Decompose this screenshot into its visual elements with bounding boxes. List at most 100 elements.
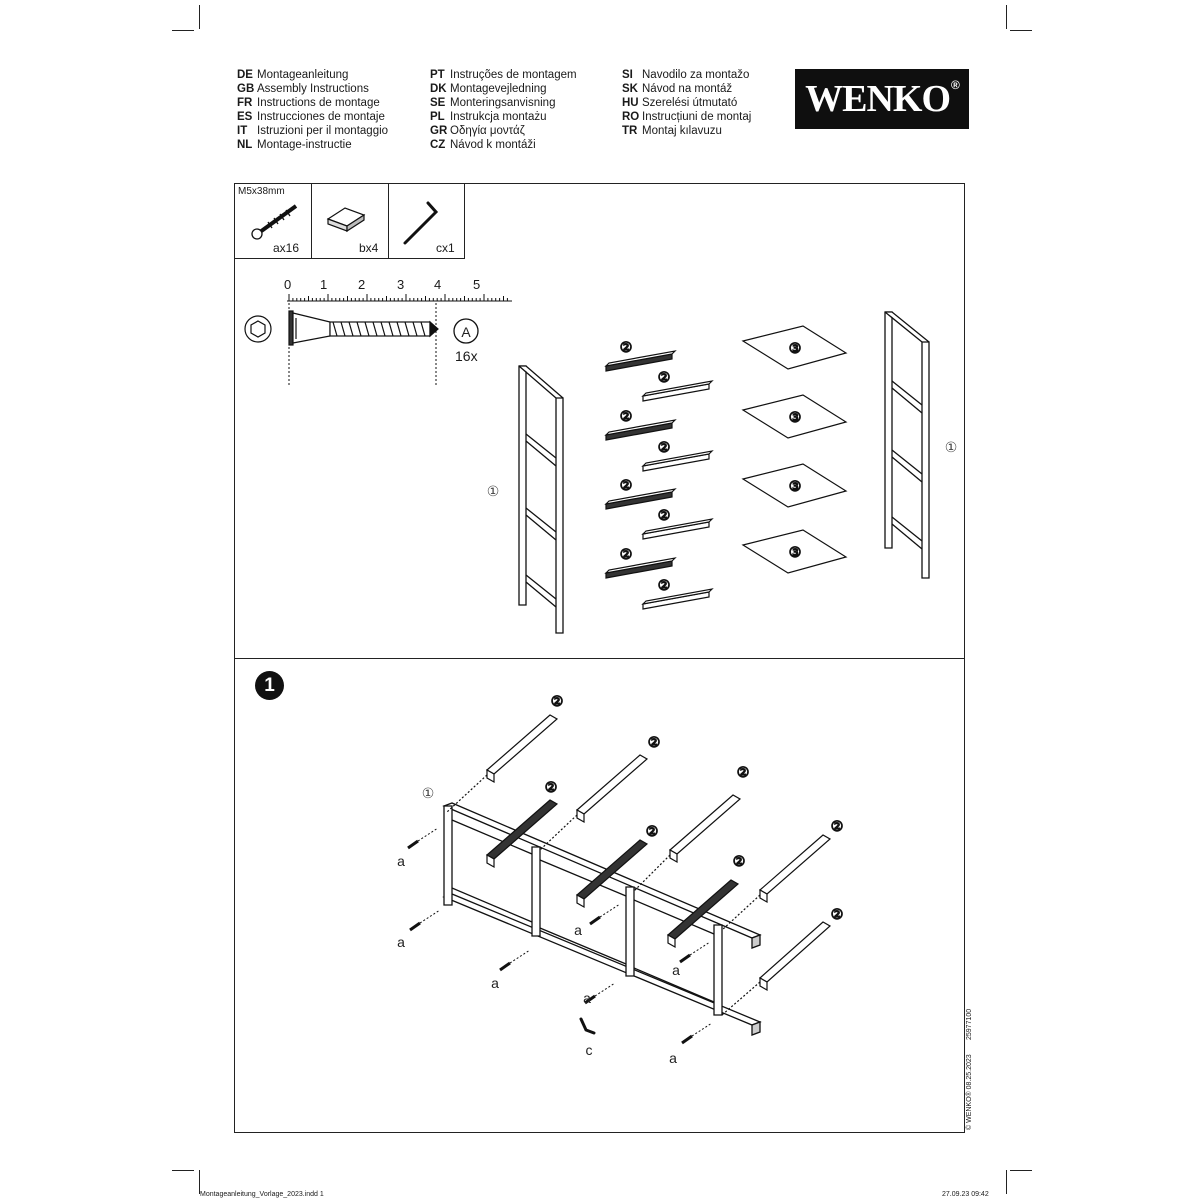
screw-icon [251,204,298,240]
step-bar-ref: ② [831,819,844,835]
tool-label-c: c [586,1042,593,1058]
screw-a-drawing [288,310,439,346]
ruler-tick-2: 2 [358,277,366,292]
felt-pad-icon [326,207,366,233]
step-frame-ref: ① [422,786,435,802]
language-code: CZ [430,139,446,151]
language-code: FR [237,97,253,109]
shelf-ref: ③ [789,479,802,495]
side-frame-left [518,365,564,634]
language-title: Navodilo za montažo [642,69,750,81]
language-title: Montageanleitung [257,69,349,81]
step-crossbar-5 [758,921,832,992]
language-code: RO [622,111,640,123]
bar-ref: ② [620,409,633,425]
step-bar-ref: ② [737,765,750,781]
bar-ref: ② [658,578,671,594]
language-title: Οδηγία μοντάζ [450,125,525,137]
language-row-fr: FR Instructions de montage [237,96,388,110]
footer-filename: Montageanleitung_Vorlage_2023.indd 1 [200,1191,324,1198]
language-code: IT [237,125,248,137]
crop-mark [172,1170,194,1171]
language-code: DK [430,83,447,95]
crop-mark [1010,30,1032,31]
screw-icon [681,1022,713,1045]
footer-timestamp: 27.09.23 09:42 [942,1191,989,1198]
assembly-frame-step1 [442,802,762,1036]
bar-ref: ② [620,547,633,563]
step-crossbar-2 [575,754,649,824]
step-bar-ref: ② [648,735,661,751]
screw-icon [407,827,439,850]
screw-label-a: a [397,853,405,869]
language-title: Monteringsanvisning [450,97,556,109]
hex-head-icon [244,315,272,343]
step-bar-ref: ② [551,694,564,710]
callout-a-label: A [461,324,471,340]
ruler-tick-1: 1 [320,277,328,292]
bar-ref: ② [620,478,633,494]
bar-ref: ② [658,440,671,456]
ruler-tick-4: 4 [434,277,442,292]
crossbar-6 [641,518,714,540]
language-code: SK [622,83,638,95]
screw-spec-label: M5x38mm [238,186,285,197]
screw-label-a: a [491,975,499,991]
crop-mark [172,30,194,31]
language-title: Instrukcja montażu [450,111,547,123]
language-code: GR [430,125,448,137]
screw-icon [584,982,616,1005]
language-code: DE [237,69,253,81]
crop-mark [1006,1170,1007,1194]
language-title: Montage-instructie [257,139,352,151]
screw-label-a: a [669,1050,677,1066]
allen-key-icon [403,201,439,245]
language-title: Szerelési útmutató [642,97,738,109]
crossbar-4 [641,450,714,472]
part-box-c [388,183,465,259]
language-title: Instrucțiuni de montaj [642,111,752,123]
language-title: Instructions de montage [257,97,380,109]
screw-icon [499,949,531,972]
language-code: ES [237,111,253,123]
language-row-se: SE Monteringsanvisning [430,96,577,110]
crossbar-7 [604,557,677,579]
registered-mark: ® [951,78,960,92]
crossbar-3 [604,419,677,441]
step-bar-ref: ② [646,824,659,840]
language-title: Návod na montáž [642,83,733,95]
brand-logo: WENKO® [795,69,969,129]
crossbar-5 [604,488,677,510]
glass-shelf-3 [741,463,848,508]
step-crossbar-6 [485,799,559,869]
screw-icon [589,903,621,926]
step-crossbar-7 [575,839,649,909]
language-code: PT [430,69,445,81]
step-bar-ref: ② [831,907,844,923]
crop-mark [199,5,200,29]
step-bar-ref: ② [733,854,746,870]
language-title: Instrucciones de montaje [257,111,385,123]
section-divider [234,658,965,659]
step-bar-ref: ② [545,780,558,796]
language-code: SE [430,97,446,109]
language-row-es: ES Instrucciones de montaje [237,110,388,124]
language-row-sk: SK Návod na montáž [622,82,751,96]
side-frame-right [884,311,930,579]
glass-shelf-1 [741,325,848,370]
bar-ref: ② [658,508,671,524]
bar-ref: ② [658,370,671,386]
